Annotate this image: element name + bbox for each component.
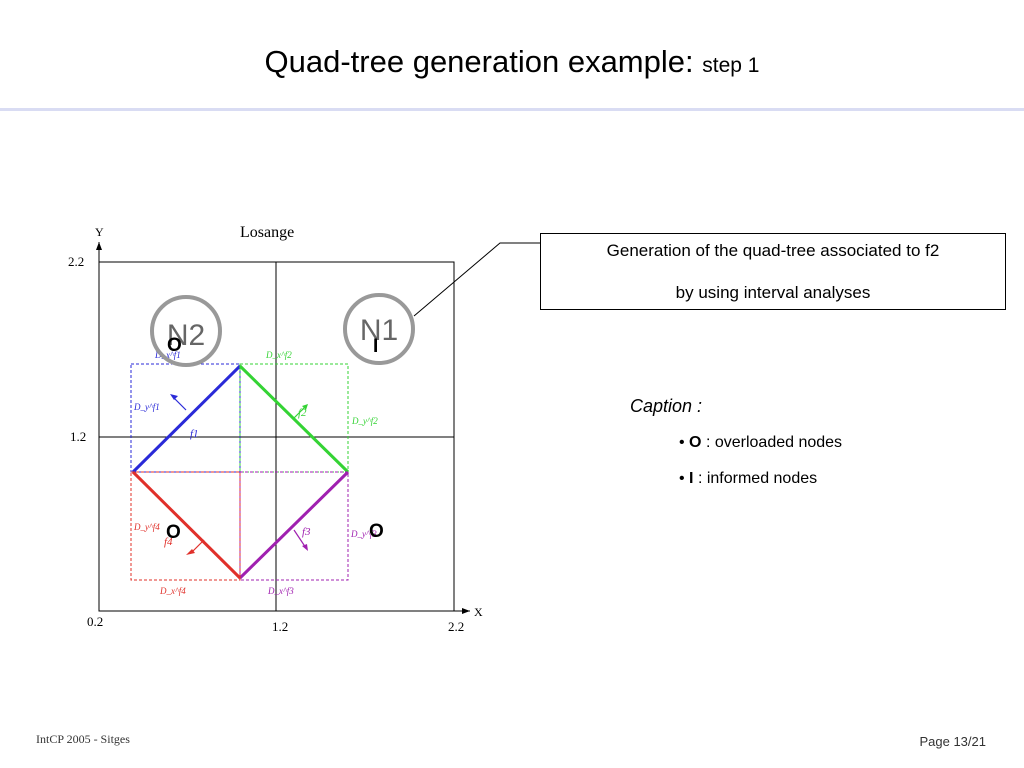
footer-page-number: Page 13/21 [919, 734, 986, 749]
edge-f1 [131, 364, 242, 474]
normal-arrowhead-f4 [186, 549, 195, 555]
edge-f4 [131, 470, 242, 580]
quadrant-mark-bottom-left: O [166, 522, 181, 543]
domain-label-dx-f2: D_x^f2 [265, 350, 292, 360]
caption-symbol: I [689, 470, 694, 487]
caption-item-overloaded: • O : overloaded nodes [679, 434, 842, 452]
plot-title: Losange [240, 224, 294, 241]
y-tick-label: 2.2 [68, 254, 84, 269]
slide-title: Quad-tree generation example: step 1 [0, 40, 1024, 88]
domain-label-dx-f1: D_x^f1 [154, 350, 181, 360]
title-divider [0, 108, 1024, 111]
node-circle-n2 [150, 295, 222, 367]
domain-label-dy-f1: D_y^f1 [133, 402, 160, 412]
edge-f3 [238, 470, 350, 580]
y-tick-label: 1.2 [70, 429, 86, 444]
normal-arrowhead-f3 [302, 544, 308, 551]
node-label-n2: N2 [167, 319, 205, 352]
callout-line: Generation of the quad-tree associated t… [606, 241, 940, 260]
node-label-n1: N1 [360, 314, 398, 347]
caption-item-informed: • I : informed nodes [679, 470, 817, 488]
function-label-f2: f2 [298, 407, 307, 419]
slide-title-sub: step 1 [702, 54, 760, 77]
domain-label-dy-f2: D_y^f2 [351, 416, 378, 426]
callout-line: by using interval analyses [675, 283, 871, 302]
function-label-f4: f4 [164, 536, 173, 548]
x-tick-label: 1.2 [272, 619, 288, 634]
normal-arrowhead-f2 [302, 404, 308, 410]
caption-text: : overloaded nodes [701, 434, 843, 451]
domain-box-f4 [130, 471, 241, 581]
function-label-f3: f3 [302, 526, 311, 538]
domain-box-f2 [239, 363, 349, 473]
normal-arrow-f4 [191, 539, 205, 553]
footer-conference: IntCP 2005 - Sitges [36, 732, 130, 746]
normal-arrowhead-f1 [170, 394, 178, 400]
caption-symbol: O [689, 434, 702, 451]
node-circle-n1 [343, 293, 415, 365]
x-axis-arrow [462, 608, 470, 614]
caption-text: : informed nodes [693, 470, 818, 487]
quadrant-mark-top-right: I [373, 336, 378, 357]
callout-pointer [413, 242, 540, 317]
x-tick-label: 2.2 [448, 619, 464, 634]
quadrant-mark-top-left: O [167, 335, 182, 356]
normal-arrow-f3 [293, 529, 307, 549]
y-axis-label: Y [95, 225, 104, 239]
bullet: • [679, 434, 690, 451]
caption-title: Caption : [630, 396, 703, 416]
x-axis-label: X [474, 605, 483, 619]
domain-label-dx-f3: D_x^f3 [267, 586, 294, 596]
bullet: • [679, 470, 690, 487]
domain-label-dy-f3: D_y^f3 [350, 529, 377, 539]
domain-label-dx-f4: D_x^f4 [159, 586, 186, 596]
quadrant-mark-bottom-right: O [369, 521, 384, 542]
slide-title-main: Quad-tree generation example: [264, 44, 694, 79]
function-label-f1: f1 [190, 428, 199, 440]
domain-label-dy-f4: D_y^f4 [133, 522, 160, 532]
y-axis-arrow [96, 242, 102, 250]
edge-f2 [238, 364, 350, 474]
callout-box: Generation of the quad-tree associated t… [540, 233, 1006, 310]
y-tick-label: 0.2 [87, 614, 103, 629]
